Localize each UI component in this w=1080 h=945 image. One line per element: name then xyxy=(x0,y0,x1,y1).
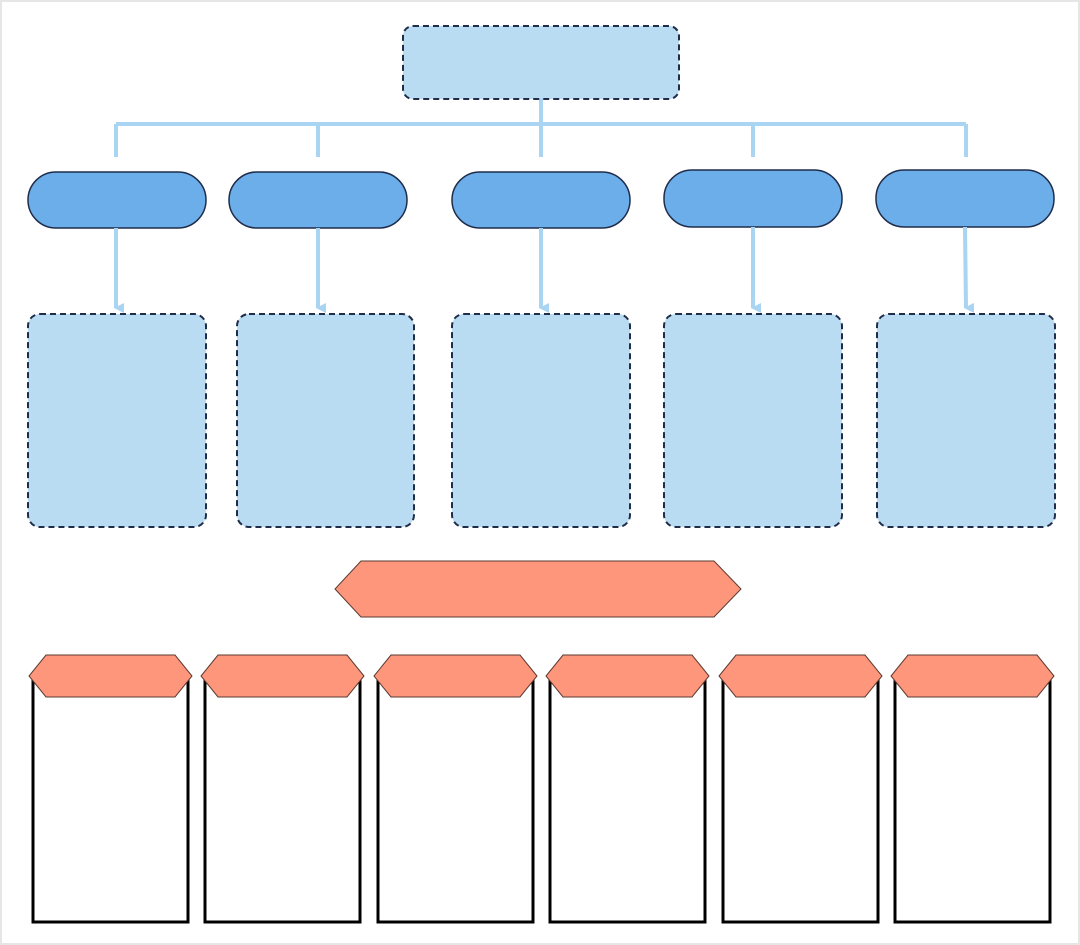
column-body-3 xyxy=(376,672,535,924)
column-header-6 xyxy=(890,654,1055,698)
column-header-3 xyxy=(373,654,538,698)
column-header-2 xyxy=(200,654,365,698)
category-pill-3 xyxy=(451,171,631,229)
content-box-5 xyxy=(876,313,1056,528)
content-box-2 xyxy=(236,313,415,528)
column-header-5 xyxy=(718,654,883,698)
column-body-2 xyxy=(203,672,362,924)
category-pill-4 xyxy=(663,169,843,228)
content-box-3 xyxy=(451,313,631,528)
root-node xyxy=(402,25,680,100)
arrow-5 xyxy=(963,226,975,313)
content-box-1 xyxy=(27,313,207,528)
column-body-5 xyxy=(721,672,880,924)
column-body-4 xyxy=(548,672,707,924)
column-body-6 xyxy=(893,672,1052,924)
column-header-4 xyxy=(545,654,710,698)
category-pill-1 xyxy=(27,171,207,229)
category-pill-5 xyxy=(875,169,1055,228)
banner-hexagon xyxy=(334,560,742,618)
column-body-1 xyxy=(31,672,190,924)
content-box-4 xyxy=(663,313,843,528)
root-connector-tree xyxy=(114,99,968,157)
category-pill-2 xyxy=(228,171,408,229)
column-header-1 xyxy=(28,654,193,698)
